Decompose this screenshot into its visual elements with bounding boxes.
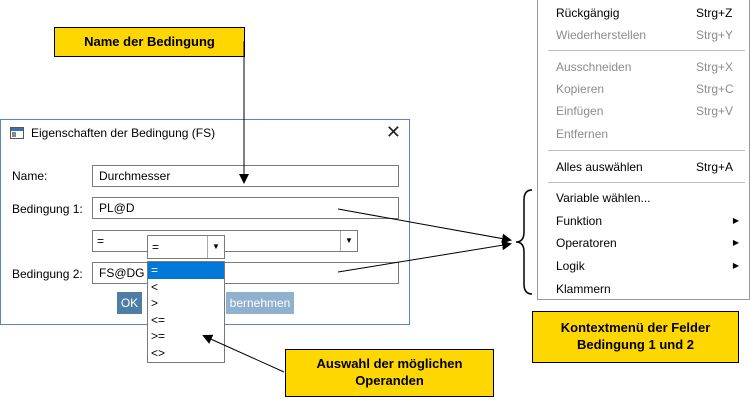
submenu-arrow-icon: ▶ bbox=[732, 216, 739, 225]
menu-item-label: Einfügen bbox=[556, 104, 604, 118]
callout-name-text: Name der Bedingung bbox=[84, 33, 215, 49]
condition1-label: Bedingung 1: bbox=[12, 202, 83, 216]
menu-item-label: Rückgängig bbox=[556, 6, 620, 20]
menu-item-label: Kopieren bbox=[556, 82, 605, 96]
callout-operands-line2: Operanden bbox=[355, 373, 424, 388]
menu-item-cut[interactable]: Ausschneiden Strg+X bbox=[538, 56, 749, 78]
menu-item-choose-variable[interactable]: Variable wählen... bbox=[538, 187, 749, 209]
ok-button[interactable]: OK bbox=[117, 292, 142, 314]
menu-item-brackets[interactable]: Klammern bbox=[538, 278, 749, 300]
menu-item-shortcut: Strg+Y bbox=[696, 28, 734, 42]
menu-item-function[interactable]: Funktion ▶ bbox=[538, 210, 749, 232]
close-icon[interactable]: ✕ bbox=[385, 122, 401, 142]
menu-item-label: Alles auswählen bbox=[556, 160, 643, 174]
chevron-down-icon[interactable]: ▼ bbox=[340, 231, 357, 251]
operator-dropdown-value: = bbox=[152, 240, 160, 254]
menu-item-delete[interactable]: Entfernen bbox=[538, 123, 749, 145]
callout-context-line2: Bedingung 1 und 2 bbox=[577, 337, 694, 352]
callout-context-line1: Kontextmenü der Felder bbox=[560, 320, 711, 336]
arrow-from-condition2 bbox=[337, 240, 512, 273]
menu-item-label: Klammern bbox=[556, 282, 611, 296]
menu-item-label: Wiederherstellen bbox=[556, 28, 647, 42]
menu-item-shortcut: Strg+C bbox=[696, 82, 734, 96]
menu-separator bbox=[548, 50, 745, 51]
menu-item-shortcut: Strg+X bbox=[696, 60, 734, 74]
submenu-arrow-icon: ▶ bbox=[732, 238, 739, 247]
window-app-icon bbox=[10, 127, 24, 139]
condition2-label: Bedingung 2: bbox=[12, 267, 83, 281]
chevron-down-icon[interactable]: ▼ bbox=[207, 236, 224, 258]
menu-item-label: Funktion bbox=[556, 214, 603, 228]
operator-option[interactable]: > bbox=[151, 296, 159, 311]
menu-item-shortcut: Strg+A bbox=[696, 160, 734, 174]
callout-context-menu: Kontextmenü der Felder Bedingung 1 und 2 bbox=[532, 311, 739, 363]
menu-separator bbox=[548, 150, 745, 151]
operator-option[interactable]: < bbox=[151, 279, 159, 294]
menu-item-undo[interactable]: Rückgängig Strg+Z bbox=[538, 2, 749, 24]
context-menu: Rückgängig Strg+Z Wiederherstellen Strg+… bbox=[537, 0, 750, 300]
operator-option[interactable]: <= bbox=[151, 312, 166, 327]
menu-item-copy[interactable]: Kopieren Strg+C bbox=[538, 78, 749, 100]
menu-item-paste[interactable]: Einfügen Strg+V bbox=[538, 100, 749, 122]
callout-operands-line1: Auswahl der möglichen bbox=[316, 356, 463, 372]
brace-context-items bbox=[515, 189, 533, 295]
dialog-title: Eigenschaften der Bedingung (FS) bbox=[31, 126, 216, 140]
menu-item-label: Operatoren bbox=[556, 236, 617, 250]
menu-item-label: Ausschneiden bbox=[556, 60, 632, 74]
menu-item-logic[interactable]: Logik ▶ bbox=[538, 255, 749, 277]
operator-dropdown-combobox[interactable]: = ▼ bbox=[147, 235, 225, 259]
operator-option[interactable]: = bbox=[148, 262, 224, 279]
name-label: Name: bbox=[12, 169, 48, 183]
menu-item-label: Variable wählen... bbox=[556, 191, 651, 205]
arrow-to-operators bbox=[202, 334, 285, 373]
operator-option[interactable]: >= bbox=[151, 329, 166, 344]
menu-item-redo[interactable]: Wiederherstellen Strg+Y bbox=[538, 24, 749, 46]
menu-item-label: Entfernen bbox=[556, 127, 609, 141]
menu-item-shortcut: Strg+Z bbox=[696, 6, 733, 20]
menu-item-shortcut: Strg+V bbox=[696, 104, 734, 118]
operator-combobox-value: = bbox=[97, 234, 105, 248]
operator-option[interactable]: <> bbox=[151, 345, 166, 360]
arrow-from-condition1 bbox=[337, 208, 512, 244]
callout-name: Name der Bedingung bbox=[54, 27, 245, 57]
condition1-field[interactable]: PL@D bbox=[92, 197, 399, 219]
menu-item-label: Logik bbox=[556, 259, 585, 273]
callout-operands: Auswahl der möglichen Operanden bbox=[285, 349, 494, 397]
submenu-arrow-icon: ▶ bbox=[732, 261, 739, 270]
operator-options-list: = < > <= >= <> bbox=[147, 261, 225, 363]
menu-separator bbox=[548, 182, 745, 183]
menu-item-operators[interactable]: Operatoren ▶ bbox=[538, 232, 749, 254]
menu-item-select-all[interactable]: Alles auswählen Strg+A bbox=[538, 156, 749, 178]
apply-button[interactable]: bernehmen bbox=[226, 292, 294, 314]
dialog-titlebar: Eigenschaften der Bedingung (FS) ✕ bbox=[1, 120, 409, 146]
